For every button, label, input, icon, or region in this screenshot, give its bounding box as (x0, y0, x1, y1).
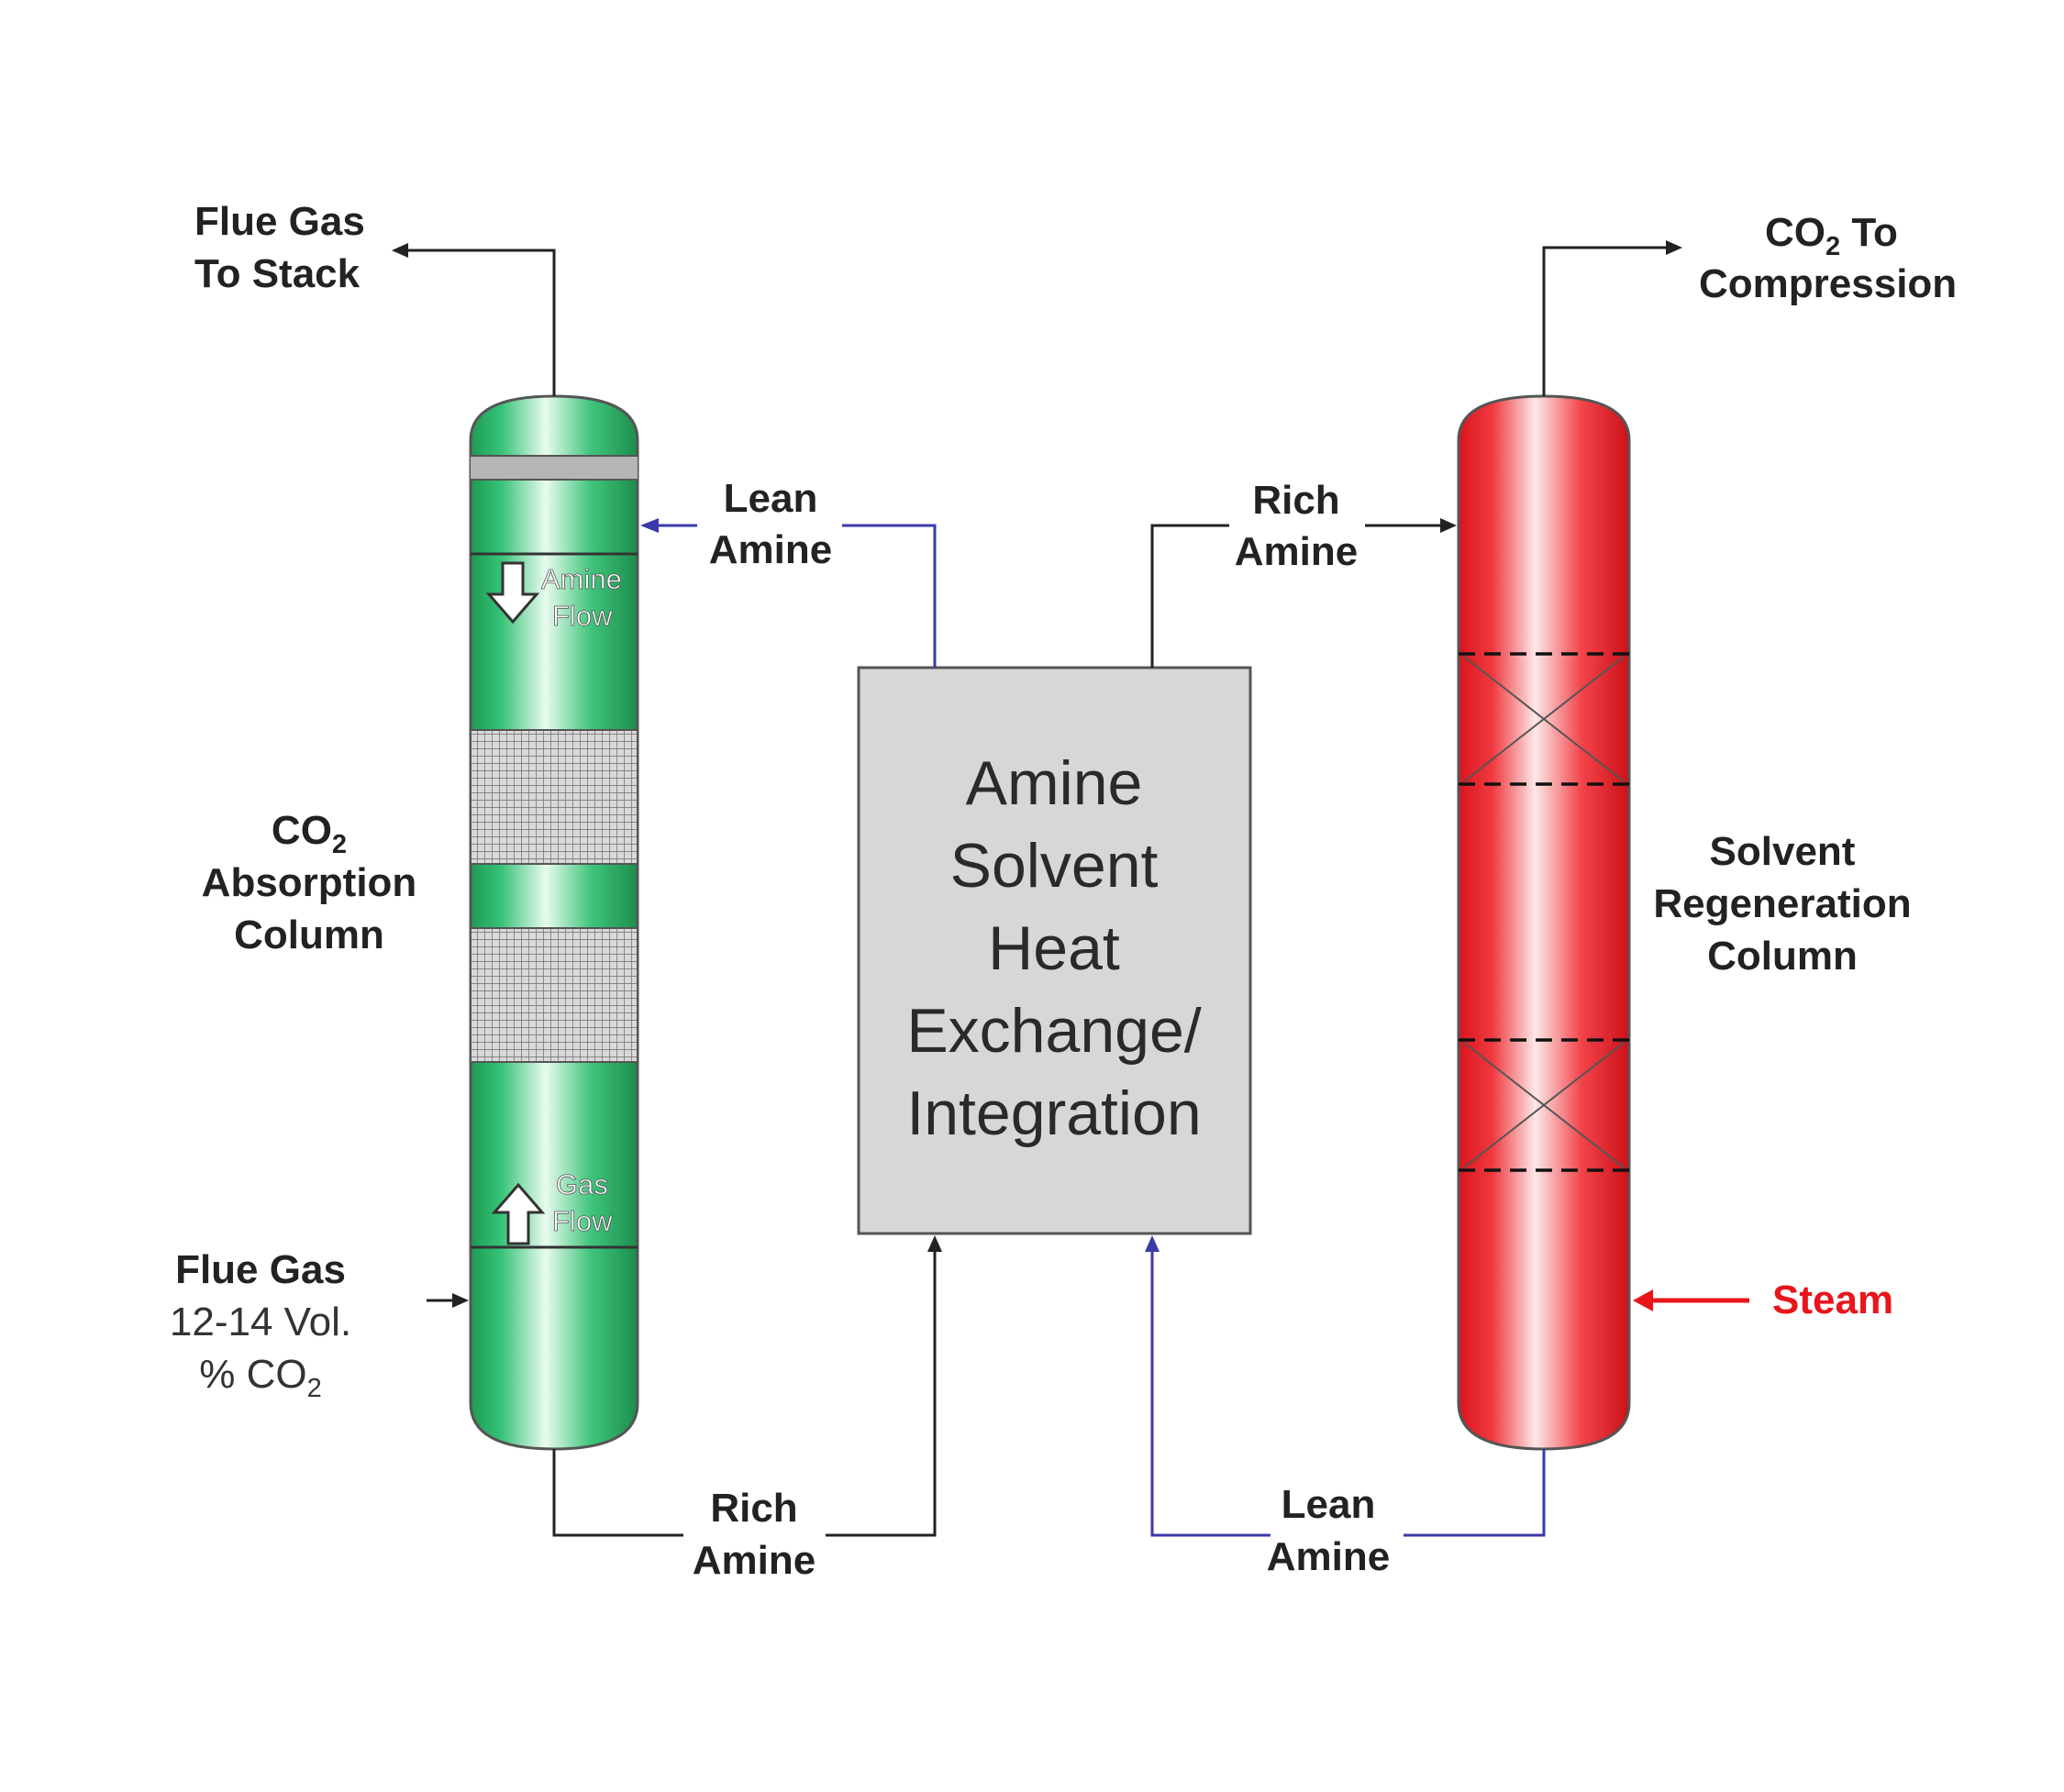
box-text-line-1: Amine (966, 748, 1143, 818)
steam-label: Steam (1772, 1278, 1893, 1322)
rich-amine-top-line-1: Rich (1252, 478, 1339, 523)
gas-flow-label-2: Flow (552, 1205, 613, 1237)
absorption-column-line-3: Column (234, 913, 384, 957)
box-text-line-5: Integration (906, 1079, 1201, 1148)
flue-gas-inlet-line (427, 1293, 469, 1308)
regeneration-column-line-1: Solvent (1710, 829, 1856, 874)
rich-amine-bottom-line (552, 1235, 942, 1537)
rich-amine-bottom-line-2: Amine (693, 1538, 816, 1583)
co2-to-compression-label: CO2 To Compression (1699, 210, 1957, 306)
flue-gas-inlet-label: Flue Gas 12-14 Vol. % CO2 (170, 1247, 351, 1403)
rich-amine-bottom-line-1: Rich (710, 1486, 797, 1531)
flue-gas-inlet-line-3: % CO2 (199, 1352, 322, 1403)
amine-flow-label-2: Flow (552, 600, 613, 632)
lean-amine-bottom-line-2: Amine (1267, 1534, 1390, 1579)
rich-amine-top-line-2: Amine (1235, 529, 1358, 574)
co2-to-compression-line-2: Compression (1699, 261, 1957, 306)
lean-amine-top-label: Lean Amine (709, 476, 832, 572)
lean-amine-bottom-line (1145, 1235, 1546, 1537)
demister-band (471, 456, 638, 480)
flue-gas-to-stack-line-2: To Stack (194, 251, 361, 296)
flue-gas-to-stack-line-1: Flue Gas (194, 199, 365, 244)
flue-gas-to-stack-line (392, 243, 556, 396)
flue-gas-inlet-line-2: 12-14 Vol. (170, 1300, 351, 1344)
regeneration-column-line-3: Column (1707, 934, 1858, 979)
lean-amine-bottom-line-1: Lean (1282, 1482, 1376, 1527)
rich-amine-top-label: Rich Amine (1235, 478, 1358, 574)
absorption-column-line-2: Absorption (202, 860, 417, 905)
gas-flow-arrow-icon (491, 1182, 546, 1245)
lean-amine-top-line (640, 518, 937, 668)
steam-inlet-line (1633, 1289, 1749, 1311)
regeneration-column (1457, 394, 1631, 1451)
absorption-column-line-1: CO2 (272, 808, 347, 859)
regeneration-column-line-2: Regeneration (1653, 881, 1911, 926)
packing-section-lower (1459, 1038, 1629, 1172)
amine-flow-arrow-icon (485, 561, 540, 625)
co2-to-compression-line (1542, 240, 1682, 396)
gas-flow-label-1: Gas (556, 1168, 608, 1200)
absorption-column-label: CO2 Absorption Column (202, 808, 417, 957)
packing-bed-upper (470, 729, 638, 865)
lean-amine-bottom-label: Lean Amine (1267, 1482, 1390, 1579)
packing-bed-lower (470, 927, 638, 1063)
regeneration-column-label: Solvent Regeneration Column (1653, 829, 1911, 979)
rich-amine-bottom-label: Rich Amine (693, 1486, 816, 1583)
lean-amine-top-line-1: Lean (724, 476, 818, 521)
rich-amine-top-line (1150, 518, 1457, 668)
box-text-line-4: Exchange/ (906, 996, 1201, 1066)
packing-section-upper (1459, 652, 1629, 786)
absorption-column (469, 394, 639, 1451)
box-text-line-2: Solvent (950, 831, 1159, 901)
co2-to-compression-line-1: CO2 To (1765, 210, 1898, 261)
flue-gas-to-stack-label: Flue Gas To Stack (194, 199, 365, 296)
amine-flow-label-1: Amine (541, 563, 622, 595)
heat-exchange-box: Amine Solvent Heat Exchange/ Integration (857, 666, 1252, 1235)
box-text-line-3: Heat (988, 913, 1120, 983)
flue-gas-inlet-line-1: Flue Gas (175, 1247, 346, 1292)
lean-amine-top-line-2: Amine (709, 527, 832, 572)
